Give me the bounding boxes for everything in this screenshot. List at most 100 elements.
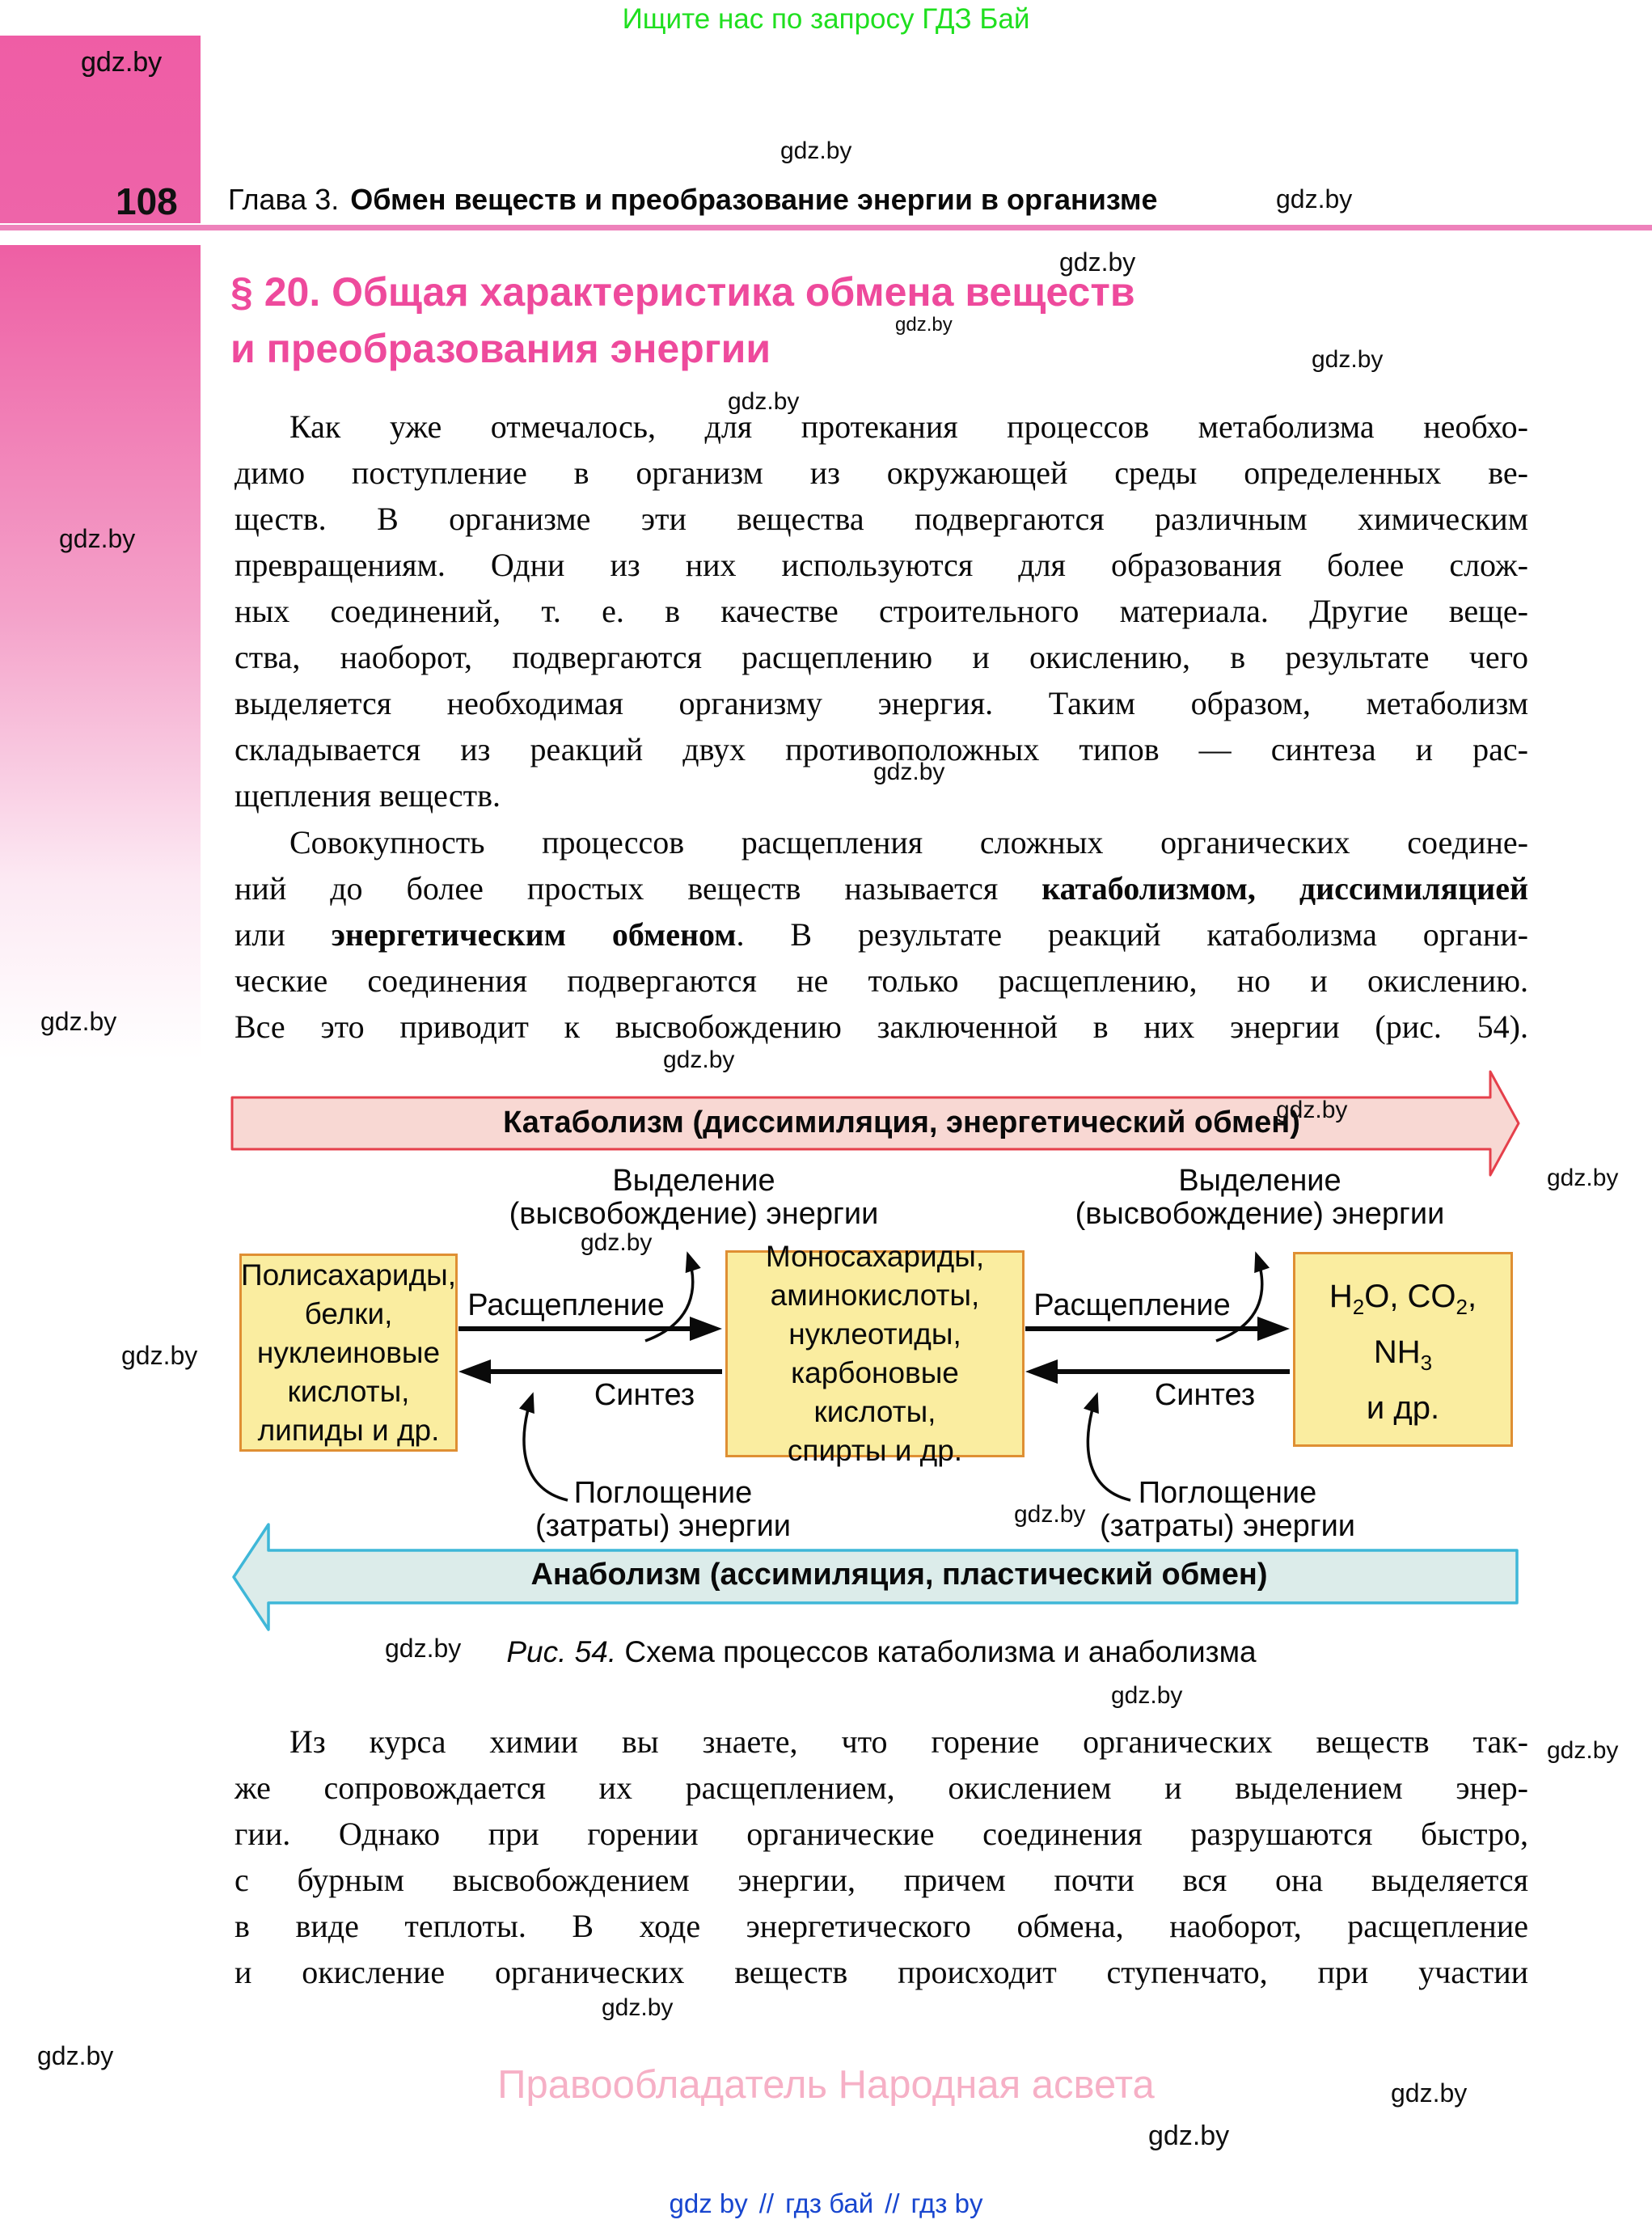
watermark: gdz.by [663, 1046, 735, 1073]
energy-absorb-label-right: Поглощение (затраты) энергии [1025, 1477, 1430, 1543]
catabolism-label: Катаболизм (диссимиляция, энергетический… [503, 1106, 1300, 1139]
text-segment: гии. Однако при горении органические сое… [234, 1816, 1528, 1852]
text-line: ства, наоборот, подвергаются расщеплению… [234, 634, 1528, 680]
section-title-line1: § 20. Общая характеристика обмена вещест… [230, 269, 1135, 315]
split-label-right: Расщепление [1033, 1288, 1231, 1322]
watermark: gdz.by [81, 47, 163, 78]
watermark: gdz.by [59, 524, 136, 553]
header-rule [0, 225, 1652, 230]
text-segment: NH [1373, 1334, 1421, 1370]
text-segment: или [234, 916, 332, 953]
box-line: и др. [1367, 1385, 1439, 1431]
watermark: gdz.by [40, 1007, 117, 1036]
bold-term: энергетическим обменом [331, 916, 737, 953]
paragraph-3: Из курса химии вы знаете, что горение ор… [234, 1719, 1528, 1995]
watermark: gdz.by [1312, 346, 1384, 373]
text-segment: выделяется необходимая организму энергия… [234, 685, 1528, 721]
header-pink-block: gdz.by [0, 36, 201, 223]
energy-absorb-line2: (затраты) энергии [534, 1509, 792, 1543]
text-segment: ществ. В организме эти вещества подверга… [234, 501, 1528, 537]
footer-link[interactable]: gdz by [669, 2188, 748, 2218]
split-arrow-left-head [690, 1317, 722, 1341]
watermark: gdz.by [1111, 1682, 1183, 1709]
energy-release-label-right: Выделение (высвобождение) энергии [1058, 1165, 1462, 1231]
link-separator: // [758, 2188, 775, 2218]
chapter-heading: Глава 3.Обмен веществ и преобразование э… [228, 183, 1158, 217]
figure-caption-number: Рис. 54. [506, 1635, 617, 1668]
box-line: NH3 [1374, 1330, 1432, 1385]
text-line: же сопровождается их расщеплением, окисл… [234, 1765, 1528, 1811]
watermark: gdz.by [81, 47, 163, 78]
text-line: Из курса химии вы знаете, что горение ор… [234, 1719, 1528, 1765]
text-segment: щепления веществ. [234, 777, 501, 814]
bold-term: катаболизмом, диссимиляцией [1041, 870, 1529, 907]
text-segment: Все это приводит к высвобождению заключе… [234, 1008, 1528, 1045]
text-segment: и др. [1366, 1389, 1440, 1426]
watermark: gdz.by [602, 1994, 674, 2021]
energy-release-arrow-right [1215, 1251, 1270, 1342]
text-line: или энергетическим обменом. В результате… [234, 911, 1528, 958]
text-line: с бурным высвобождением энергии, причем … [234, 1857, 1528, 1903]
watermark: gdz.by [1276, 1097, 1348, 1123]
text-segment: складывается из реакций двух противополо… [234, 731, 1528, 767]
box-line: спирты и др. [787, 1434, 963, 1467]
text-line: щепления веществ. [234, 772, 1528, 818]
text-line: гии. Однако при горении органические сое… [234, 1811, 1528, 1857]
chapter-prefix: Глава 3. [228, 183, 340, 216]
text-line: Как уже отмечалось, для протекания проце… [234, 404, 1528, 450]
left-sidebar-gradient [0, 245, 201, 1059]
box-line: нуклеиновые [256, 1335, 441, 1369]
watermark: gdz.by [1148, 2120, 1230, 2151]
watermark: gdz.by [581, 1229, 653, 1256]
anabolism-arrow [232, 1523, 1519, 1631]
figure-caption-text: Схема процессов катаболизма и анаболизма [616, 1635, 1257, 1668]
watermark: gdz.by [1059, 247, 1136, 277]
synthesis-label-left: Синтез [594, 1378, 695, 1412]
copyright-line: Правообладатель Народная асвета [497, 2063, 1155, 2107]
text-line: ных соединений, т. е. в качестве строите… [234, 588, 1528, 634]
watermark: gdz.by [1391, 2078, 1468, 2108]
watermark: gdz.by [385, 1634, 462, 1663]
watermark: gdz.by [873, 759, 945, 785]
text-segment: Совокупность процессов расщепления сложн… [289, 824, 1528, 860]
energy-absorb-line1: Поглощение [1138, 1476, 1317, 1510]
text-line: ческие соединения подвергаются не только… [234, 958, 1528, 1004]
footer-link[interactable]: гдз бай [785, 2188, 874, 2218]
promo-banner: Ищите нас по запросу ГДЗ Бай [622, 3, 1030, 35]
energy-absorb-line1: Поглощение [573, 1476, 753, 1510]
energy-release-line1: Выделение [1178, 1164, 1341, 1198]
text-segment: ных соединений, т. е. в качестве строите… [234, 593, 1528, 629]
text-line: и окисление органических веществ происхо… [234, 1949, 1528, 1995]
footer-link[interactable]: гдз by [911, 2188, 983, 2218]
text-segment: Из курса химии вы знаете, что горение ор… [289, 1723, 1528, 1760]
watermark: gdz.by [895, 314, 953, 336]
box-line: липиды и др. [257, 1413, 440, 1447]
text-segment: Как уже отмечалось, для протекания проце… [289, 408, 1528, 445]
watermark: gdz.by [1014, 1501, 1086, 1528]
text-segment: ства, наоборот, подвергаются расщеплению… [234, 639, 1528, 675]
synth-arrow-right-head [1025, 1359, 1058, 1384]
text-segment: с бурным высвобождением энергии, причем … [234, 1862, 1528, 1898]
text-line: в виде теплоты. В ходе энергетического о… [234, 1903, 1528, 1949]
paragraph-1: Как уже отмечалось, для протекания проце… [234, 404, 1528, 818]
monomers-box: Моносахариды,аминокислоты,нуклеотиды,кар… [725, 1240, 1025, 1467]
catabolism-arrow [230, 1070, 1520, 1177]
energy-release-line2: (высвобождение) энергии [509, 1197, 879, 1231]
watermark: gdz.by [37, 2041, 114, 2070]
energy-release-line1: Выделение [612, 1164, 775, 1198]
energy-release-line2: (высвобождение) энергии [1075, 1197, 1445, 1231]
text-line: димо поступление в организм из окружающе… [234, 450, 1528, 496]
box-line: Моносахариды, [765, 1240, 985, 1273]
text-segment: ний до более простых веществ называется [234, 870, 1042, 907]
watermark: gdz.by [1276, 184, 1353, 214]
text-segment: H [1329, 1278, 1353, 1314]
energy-absorb-arrow-right [1083, 1392, 1131, 1502]
footer-links[interactable]: gdz by//гдз бай//гдз by [0, 2188, 1652, 2219]
text-line: ний до более простых веществ называется … [234, 865, 1528, 911]
text-line: превращениям. Одни из них используются д… [234, 542, 1528, 588]
watermark: gdz.by [780, 137, 852, 164]
energy-release-label-left: Выделение (высвобождение) энергии [492, 1165, 896, 1231]
figure-caption: Рис. 54. Схема процессов катаболизма и а… [234, 1635, 1528, 1669]
box-line: нуклеотиды, [788, 1317, 961, 1351]
